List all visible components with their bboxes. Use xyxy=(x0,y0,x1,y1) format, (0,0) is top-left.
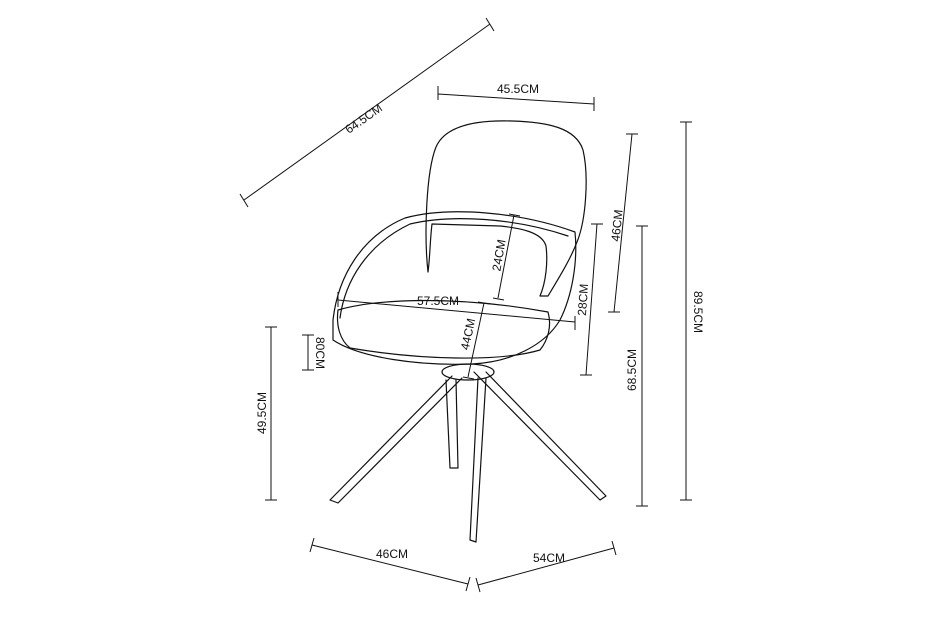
chair-outline xyxy=(329,120,607,543)
label-armrest-span: 57.5CM xyxy=(417,294,459,308)
seat-cushion xyxy=(336,299,551,359)
label-seat-height: 49.5CM xyxy=(255,392,269,434)
dimension-lines xyxy=(239,17,692,593)
label-armrest-height: 28CM xyxy=(575,283,591,316)
label-arm-to-floor: 68.5CM xyxy=(625,349,639,391)
leg-back-right xyxy=(473,371,607,501)
seat-shell xyxy=(332,211,577,365)
swivel-base xyxy=(441,363,495,381)
label-back-height: 46CM xyxy=(608,209,625,242)
label-seat-depth: 44CM xyxy=(458,317,478,351)
label-armrest-offset: 80CM xyxy=(313,337,327,369)
backrest xyxy=(425,120,587,297)
leg-front-left xyxy=(329,375,463,504)
label-total-height: 89.5CM xyxy=(691,291,705,333)
label-base-width: 46CM xyxy=(376,547,408,561)
leg-front-right xyxy=(469,377,487,543)
label-backrest-width: 45.5CM xyxy=(497,82,539,96)
label-base-depth: 54CM xyxy=(533,551,565,565)
seat-rim xyxy=(339,218,569,319)
leg-back-left xyxy=(445,379,459,469)
label-diagonal-width: 64.5CM xyxy=(342,101,384,137)
label-backrest-height: 24CM xyxy=(489,238,508,272)
